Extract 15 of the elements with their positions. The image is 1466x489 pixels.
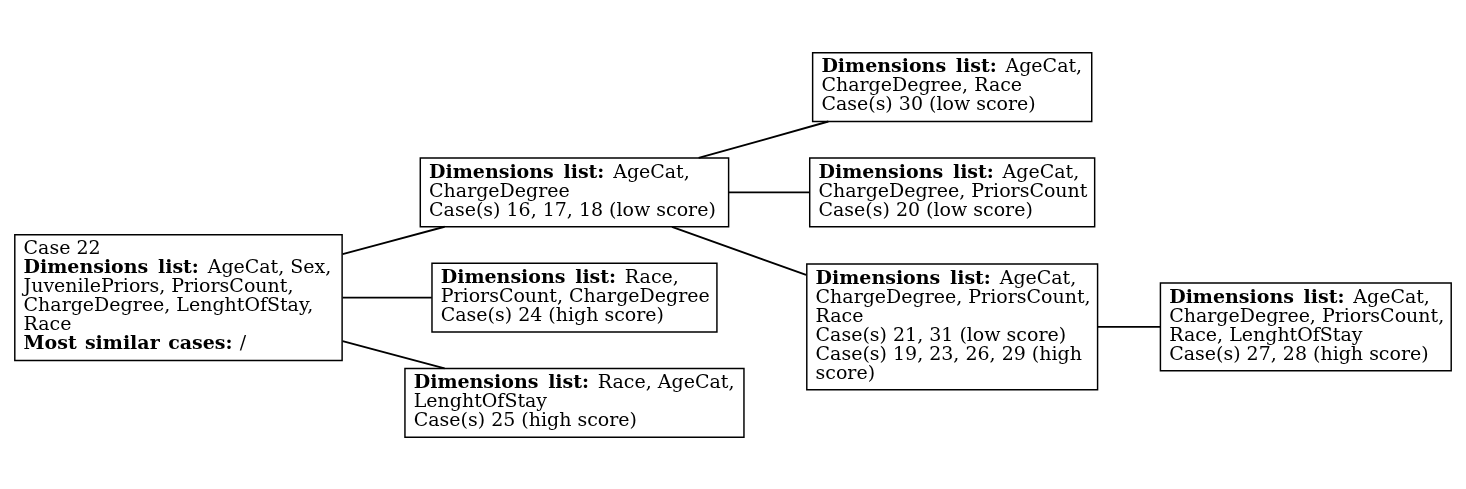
connector xyxy=(341,339,446,369)
node-box: Case 22 Dimensions list: AgeCat, Sex, JuvenilePriors, PriorsCount, ChargeDegree, LenghtOfStay, Race Most similar cases: / xyxy=(14,233,343,361)
connector xyxy=(341,225,446,255)
node-box: Dimensions list: Race, PriorsCount, ChargeDegree Case(s) 24 (high score) xyxy=(431,262,718,333)
node-box: Dimensions list: AgeCat, ChargeDegree Case(s) 16, 17, 18 (low score) xyxy=(419,156,730,227)
node-box: Dimensions list: AgeCat, ChargeDegree, PriorsCount, Race Case(s) 21, 31 (low score) Case(s) 19, 23, 26, 29 (high score) xyxy=(806,262,1099,390)
node-box: Dimensions list: AgeCat, ChargeDegree, PriorsCount, Race, LenghtOfStay Case(s) 27, 28 (high score) xyxy=(1159,281,1452,371)
connector xyxy=(727,190,811,193)
connector xyxy=(341,296,433,299)
node-box: Dimensions list: AgeCat, ChargeDegree, Race Case(s) 30 (low score) xyxy=(811,51,1093,122)
connector xyxy=(697,120,830,159)
connector xyxy=(671,225,808,276)
node-box: Dimensions list: AgeCat, ChargeDegree, PriorsCount Case(s) 20 (low score) xyxy=(809,156,1096,227)
connector xyxy=(1096,325,1162,328)
node-box: Dimensions list: Race, AgeCat, LenghtOfStay Case(s) 25 (high score) xyxy=(404,367,745,438)
